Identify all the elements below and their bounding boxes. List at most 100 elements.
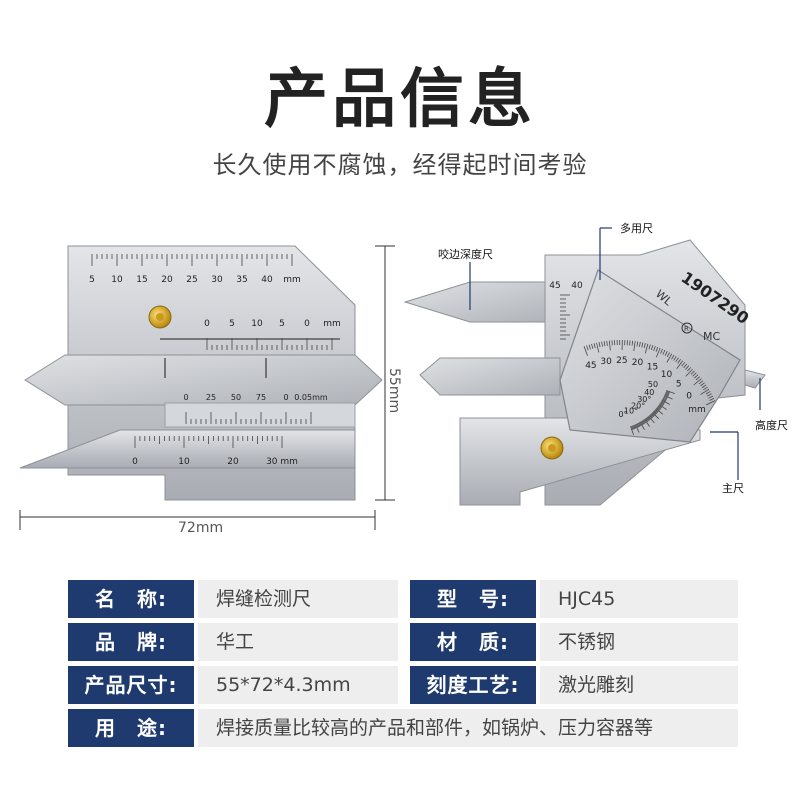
arc-scale-label: 20 bbox=[632, 358, 644, 368]
bottom-scale-label: 20 bbox=[227, 457, 239, 467]
left-brass-screw-center bbox=[156, 313, 164, 321]
arc-tick bbox=[709, 397, 715, 401]
top-scale-label: 35 bbox=[236, 275, 247, 285]
arc-tick bbox=[633, 341, 636, 352]
arc-tick bbox=[705, 400, 716, 406]
arc-tick bbox=[643, 343, 646, 349]
angle-tick bbox=[630, 426, 634, 435]
angle-tick bbox=[658, 404, 663, 408]
spec-value-size: 55*72*4.3mm bbox=[198, 666, 398, 704]
width-dimension-label: 72mm bbox=[178, 520, 224, 536]
angle-tick bbox=[633, 425, 636, 430]
angle-tick bbox=[641, 420, 645, 425]
arc-tick bbox=[583, 346, 588, 356]
callout-undercut-label: 咬边深度尺 bbox=[438, 248, 493, 261]
arc-scale-label: 0 bbox=[686, 391, 692, 401]
left-horizontal-blade bbox=[24, 354, 383, 406]
arc-tick bbox=[690, 370, 695, 375]
angle-tick bbox=[662, 397, 667, 401]
spec-row-brand: 品 牌: 华工 材 质: 不锈钢 bbox=[68, 623, 738, 661]
arc-tick bbox=[603, 341, 606, 347]
left-lower-blade bbox=[19, 429, 356, 469]
spec-value-usage: 焊接质量比较高的产品和部件，如锅炉、压力容器等 bbox=[198, 709, 738, 747]
arc-tick bbox=[648, 344, 651, 350]
spec-value-name: 焊缝检测尺 bbox=[198, 580, 398, 618]
arc-tick bbox=[588, 344, 591, 350]
arc-tick bbox=[631, 340, 634, 346]
arc-tick bbox=[707, 393, 712, 397]
angle-scale-label: 10° bbox=[624, 406, 638, 415]
arc-tick bbox=[664, 351, 668, 356]
spec-label-process: 刻度工艺: bbox=[410, 666, 536, 704]
angle-tick bbox=[660, 402, 664, 406]
angle-tick bbox=[665, 391, 670, 394]
arc-scale-label: 15 bbox=[647, 362, 658, 372]
arc-tick bbox=[638, 341, 641, 347]
arc-tick bbox=[644, 343, 649, 354]
angle-tick bbox=[646, 417, 650, 421]
angle-scale-label: 0° bbox=[619, 410, 628, 419]
arc-scale-label: 5 bbox=[676, 380, 682, 390]
arc-tick bbox=[700, 388, 710, 395]
top-scale-label: mm bbox=[283, 275, 301, 285]
arc-tick bbox=[655, 346, 659, 352]
angle-tick bbox=[665, 392, 670, 395]
arc-tick bbox=[677, 359, 681, 364]
spec-value-model: HJC45 bbox=[540, 580, 738, 618]
angle-tick bbox=[655, 408, 664, 415]
angle-tick bbox=[636, 423, 640, 428]
angle-tick bbox=[644, 418, 648, 423]
angle-tick bbox=[640, 421, 644, 426]
arc-tick bbox=[608, 340, 611, 351]
arc-tick bbox=[675, 357, 679, 363]
mid-scale-label: 0 bbox=[204, 319, 210, 329]
mid-scale-label: 0 bbox=[304, 319, 310, 329]
angle-tick bbox=[634, 424, 637, 429]
arc-tick bbox=[673, 356, 677, 361]
angle-tick bbox=[660, 401, 665, 405]
arc-tick bbox=[601, 341, 603, 347]
angle-tick bbox=[664, 394, 669, 397]
angle-tick bbox=[651, 412, 655, 417]
dimension-lines bbox=[19, 245, 395, 530]
angle-scale-label: 20° bbox=[631, 401, 645, 410]
spec-label-name: 名 称: bbox=[68, 580, 194, 618]
arc-tick bbox=[671, 354, 675, 360]
brand-mark-mc: MC bbox=[703, 330, 720, 343]
angle-tick bbox=[666, 390, 675, 394]
angle-tick bbox=[643, 419, 647, 424]
angle-scale-label: 50 bbox=[648, 380, 658, 389]
vernier-label: 50 bbox=[231, 393, 241, 402]
mid-scale-label: 5 bbox=[279, 319, 285, 329]
angle-tick bbox=[654, 409, 658, 414]
angle-tick bbox=[661, 399, 670, 405]
angle-tick bbox=[649, 414, 654, 418]
angle-tick bbox=[638, 422, 642, 427]
angle-scale-label: 30° bbox=[637, 395, 651, 404]
arc-scale-label: 10 bbox=[661, 370, 673, 380]
spec-value-material: 不锈钢 bbox=[540, 623, 738, 661]
arc-tick bbox=[685, 368, 693, 377]
spec-label-usage: 用 途: bbox=[68, 709, 194, 747]
arc-tick bbox=[586, 345, 589, 351]
top-scale-label: 5 bbox=[89, 275, 95, 285]
angle-tick bbox=[650, 413, 654, 418]
right-left-scale-label: 40 bbox=[571, 281, 583, 291]
mid-scale-label: 10 bbox=[251, 319, 263, 329]
angle-tick bbox=[648, 415, 655, 424]
undercut-blade bbox=[403, 281, 561, 323]
arc-scale-label: 45 bbox=[585, 361, 596, 371]
bottom-scale-label: 30 mm bbox=[266, 457, 298, 467]
arc-tick bbox=[660, 348, 663, 354]
arc-tick bbox=[693, 378, 702, 386]
callout-main-label: 主尺 bbox=[722, 482, 744, 495]
vernier-label: 0 bbox=[283, 393, 288, 402]
